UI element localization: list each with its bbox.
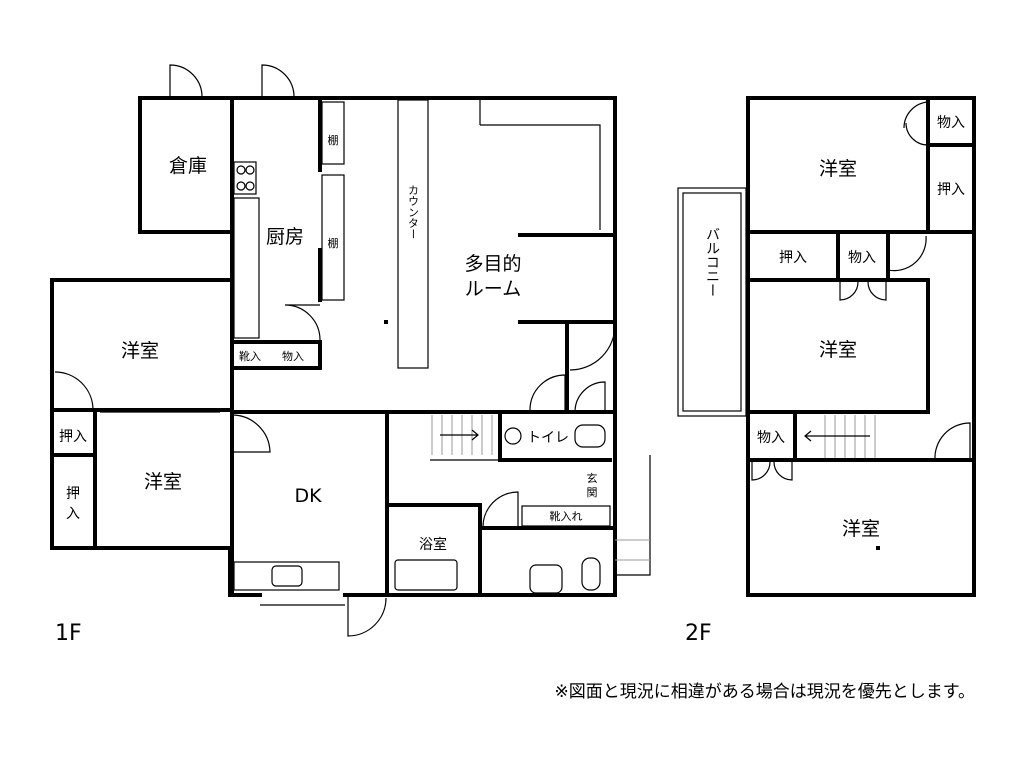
label-multipurpose-2: ルーム — [465, 278, 521, 300]
door-corridor[interactable] — [569, 324, 616, 371]
door-2f-storage-top[interactable] — [903, 101, 929, 146]
stove — [233, 161, 257, 195]
door-2f-mid[interactable] — [887, 235, 927, 272]
wall-2f-stair — [746, 410, 976, 462]
door-storage-a[interactable] — [169, 64, 203, 99]
label-closet-b-top: 押 — [66, 486, 80, 502]
sink — [271, 565, 303, 587]
label-2f-western-mid: 洋室 — [819, 339, 857, 361]
wall-bath — [385, 503, 614, 597]
door-dk-front[interactable] — [347, 595, 387, 637]
label-2f-closet-top: 押入 — [937, 182, 965, 198]
label-dk: DK — [294, 485, 322, 507]
window-lines-2f — [747, 97, 975, 596]
label-closet-b-bottom: 入 — [66, 506, 80, 522]
door-bath[interactable] — [482, 491, 519, 529]
label-closet-a: 押入 — [59, 429, 87, 445]
label-2f-storage-mid: 物入 — [848, 250, 876, 266]
floor-label-2f: 2F — [685, 621, 712, 646]
door-2f-bottom[interactable] — [934, 422, 971, 461]
label-multipurpose-1: 多目的 — [464, 253, 521, 275]
label-2f-closet-mid: 押入 — [779, 250, 807, 266]
wall-closet — [50, 408, 97, 550]
floor-label-1f: 1F — [55, 621, 82, 646]
label-2f-western-top: 洋室 — [819, 158, 857, 180]
label-entrance-top: 玄 — [587, 471, 598, 485]
label-storage-small: 物入 — [282, 349, 304, 363]
label-shelf-mid: 棚 — [328, 236, 339, 250]
door-dk[interactable] — [231, 414, 271, 453]
label-shoe-closet: 靴入 — [239, 349, 261, 363]
wall-2f-top-room — [746, 96, 976, 234]
label-western-lower: 洋室 — [144, 471, 182, 493]
label-entrance-bottom: 関 — [587, 486, 598, 499]
door-west-upper[interactable] — [54, 371, 94, 411]
door-2f-storage-low[interactable] — [751, 461, 793, 481]
label-bath: 浴室 — [419, 536, 447, 553]
door-kitchen[interactable] — [284, 304, 321, 341]
wall-shoe-closet — [230, 340, 322, 370]
wall-multipurpose — [518, 233, 617, 414]
shelf-top — [321, 101, 345, 165]
label-2f-storage-top: 物入 — [937, 115, 965, 131]
window-lines-1f — [51, 140, 616, 606]
label-counter: カウンター — [407, 184, 420, 239]
floor-1-plan: 倉庫 厨房 棚 棚 カウンター 多目的 ルーム 洋室 靴入 物入 押入 押 入 … — [50, 64, 651, 646]
label-kitchen: 厨房 — [266, 226, 304, 248]
label-shelf-top: 棚 — [328, 133, 339, 147]
wall-1f-main — [50, 96, 617, 597]
wall-2f-mid-room — [746, 278, 930, 414]
bathtub — [394, 559, 458, 591]
floor-2-plan: 洋室 物入 押入 バルコニー 押入 物入 洋室 物入 洋室 2F — [677, 96, 976, 646]
washroom-toilet — [581, 557, 601, 591]
label-toilet: トイレ — [527, 430, 569, 446]
label-western-upper: 洋室 — [121, 340, 159, 362]
stairs-1f — [430, 415, 651, 576]
disclaimer-note: ※図面と現況に相違がある場合は現況を優先とします。 — [554, 682, 975, 702]
counter — [397, 99, 429, 369]
door-storage-b[interactable] — [261, 64, 295, 99]
door-hall[interactable] — [574, 381, 606, 413]
kitchen-counter — [233, 197, 260, 339]
shoe-rack — [521, 505, 611, 527]
label-2f-western-bottom: 洋室 — [842, 518, 880, 540]
label-balcony: バルコニー — [704, 227, 720, 297]
door-2f-storage-mid[interactable] — [839, 281, 887, 301]
label-storage: 倉庫 — [169, 155, 207, 177]
balcony — [677, 187, 747, 417]
shelf-mid — [321, 174, 345, 301]
washbasin — [529, 564, 563, 594]
label-2f-storage-low: 物入 — [757, 430, 785, 446]
toilet-fixture — [574, 424, 606, 448]
stairs-2f — [804, 415, 876, 458]
label-shoe-rack: 靴入れ — [550, 509, 583, 523]
door-multipurpose-hall[interactable] — [529, 374, 566, 411]
